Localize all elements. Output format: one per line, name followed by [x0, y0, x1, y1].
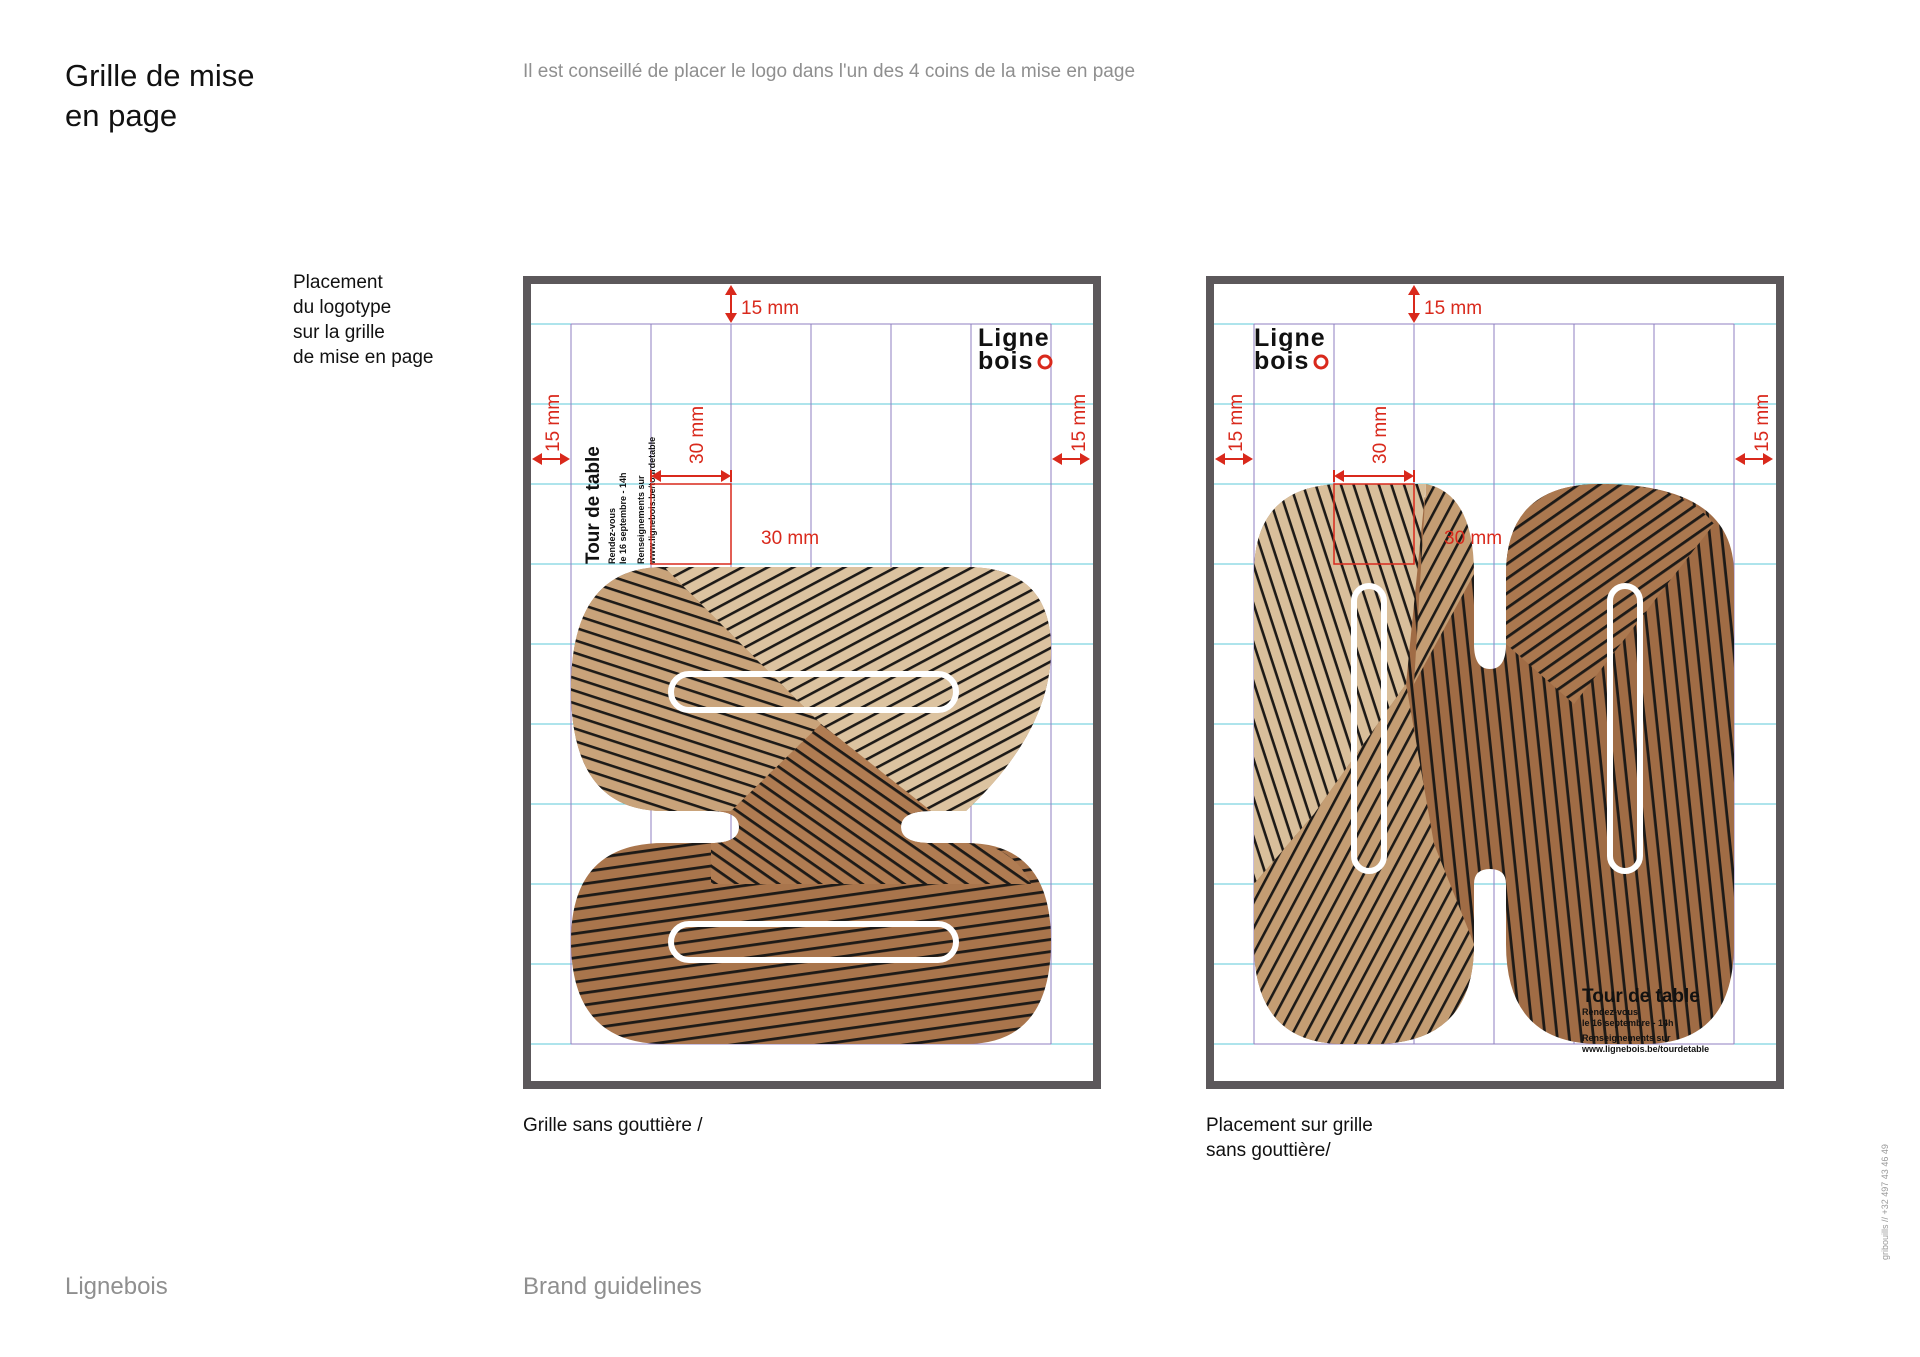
right-margin-label: 15 mm	[1069, 394, 1090, 452]
caption-right-line2: sans gouttière/	[1206, 1140, 1331, 1161]
logo-line2: bois	[978, 347, 1033, 375]
page-title: Grille de mise en page	[65, 56, 385, 136]
poster-right-artwork: Ligne bois Tour de table Rendez-vous le …	[1214, 285, 1776, 1054]
wood-shape	[571, 567, 1051, 1044]
poster-line4: www.lignebois.be/tourdetable	[647, 437, 657, 565]
caption-right: Placement sur grille sans gouttière/	[1206, 1113, 1606, 1163]
poster-line4: www.lignebois.be/tourdetable	[1581, 1044, 1709, 1054]
caption-right-line1: Placement sur grille	[1206, 1115, 1373, 1136]
footer-brand: Lignebois	[65, 1273, 168, 1300]
section-label-line3: sur la grille	[293, 322, 385, 343]
module-width-label: 30 mm	[1370, 406, 1391, 464]
side-credit: gribouills // +32 497 43 46 49	[1880, 1144, 1890, 1260]
poster-sheet-right: Ligne bois Tour de table Rendez-vous le …	[1214, 284, 1776, 1081]
logo-dot-icon	[1313, 354, 1329, 370]
caption-left: Grille sans gouttière /	[523, 1115, 703, 1136]
module-height-label: 30 mm	[761, 528, 819, 549]
logo-line1: Ligne	[1254, 324, 1326, 352]
poster-line2: le 16 septembre - 14h	[1582, 1018, 1674, 1028]
poster-line1: Rendez-vous	[1582, 1007, 1638, 1017]
left-margin-label: 15 mm	[543, 394, 564, 452]
section-label: Placement du logotype sur la grille de m…	[293, 270, 493, 370]
poster-title: Tour de table	[583, 446, 604, 564]
logo-dot-icon	[1037, 354, 1053, 370]
footer-document-title: Brand guidelines	[523, 1273, 702, 1300]
page-subtitle: Il est conseillé de placer le logo dans …	[523, 61, 1136, 82]
module-height-label: 30 mm	[1444, 528, 1502, 549]
poster-line3: Renseignements sur	[636, 475, 646, 564]
section-label-line1: Placement	[293, 272, 383, 293]
poster-line3: Renseignements sur	[1582, 1033, 1671, 1043]
lignebois-logo: Ligne bois	[1254, 324, 1329, 375]
poster-line2: le 16 septembre - 14h	[618, 472, 628, 564]
poster-frame-left: Ligne bois Tour de table Rendez-vous le …	[523, 276, 1101, 1089]
section-label-line4: de mise en page	[293, 347, 434, 368]
left-margin-label: 15 mm	[1226, 394, 1247, 452]
poster-text-rotated: Tour de table Rendez-vous le 16 septembr…	[583, 437, 657, 565]
logo-line2: bois	[1254, 347, 1309, 375]
right-margin-label: 15 mm	[1752, 394, 1773, 452]
top-margin-label: 15 mm	[741, 298, 799, 319]
page-title-line1: Grille de mise	[65, 58, 255, 93]
dimension-markers	[532, 285, 1090, 565]
page-title-line2: en page	[65, 98, 178, 133]
wood-shape	[1254, 484, 1734, 1044]
poster-line1: Rendez-vous	[607, 508, 617, 564]
section-label-line2: du logotype	[293, 297, 392, 318]
logo-line1: Ligne	[978, 324, 1050, 352]
poster-left-artwork: Ligne bois Tour de table Rendez-vous le …	[531, 285, 1093, 1045]
poster-sheet-left: Ligne bois Tour de table Rendez-vous le …	[531, 284, 1093, 1081]
poster-frame-right: Ligne bois Tour de table Rendez-vous le …	[1206, 276, 1784, 1089]
dimension-markers	[1215, 285, 1773, 565]
top-margin-label: 15 mm	[1424, 298, 1482, 319]
module-width-label: 30 mm	[687, 406, 708, 464]
poster-title: Tour de table	[1582, 986, 1700, 1007]
lignebois-logo: Ligne bois	[978, 324, 1053, 375]
poster-text: Tour de table Rendez-vous le 16 septembr…	[1581, 986, 1709, 1054]
